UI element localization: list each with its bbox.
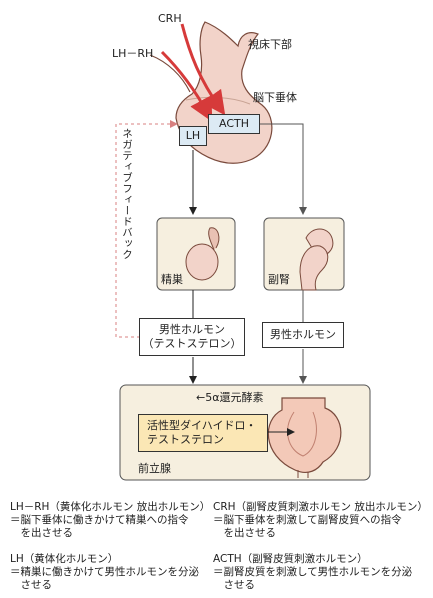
note-lhrh-term: LH－RH（黄体化ホルモン 放出ホルモン） (10, 501, 211, 513)
testis-illustration (185, 227, 220, 281)
note-lh-term: LH（黄体化ホルモン） (10, 553, 119, 565)
negative-feedback-line (115, 120, 178, 338)
hypothalamus-label: 視床下部 (248, 38, 292, 51)
acth-to-adrenal-arrow (258, 123, 307, 215)
stalk-outline (149, 54, 191, 93)
reductase-label: ←5α還元酵素 (196, 391, 264, 404)
acth-box: ACTH (208, 114, 260, 134)
note-acth-desc: ＝副腎皮質を刺激して男性ホルモンを分泌 させる (213, 566, 413, 591)
active-dht-box: 活性型ダイハイドロ・ テストステロン (138, 414, 268, 452)
note-lhrh-desc: ＝脳下垂体に働きかけて精巣への指令 を出させる (10, 514, 189, 539)
negative-feedback-label: ネガティブフィードバック (121, 128, 133, 260)
lh-box: LH (179, 126, 207, 146)
note-acth-term: ACTH（副腎皮質刺激ホルモン） (213, 553, 368, 565)
male-hormone-testosterone-box: 男性ホルモン （テストステロン） (139, 318, 245, 356)
crh-label: CRH (158, 12, 182, 25)
adrenal-illustration (299, 228, 334, 291)
male-hormone-box: 男性ホルモン (262, 322, 344, 348)
pituitary-label: 脳下垂体 (253, 91, 297, 104)
note-lh-desc: ＝精巣に働きかけて男性ホルモンを分泌 させる (10, 566, 199, 591)
prostate-label: 前立腺 (138, 462, 171, 475)
adrenal-label: 副腎 (268, 273, 290, 286)
lhrh-arrow (160, 50, 213, 122)
lhrh-label: LH－RH (112, 47, 154, 60)
testis-label: 精巣 (161, 273, 183, 286)
note-crh-desc: ＝脳下垂体を刺激して副腎皮質への指令 を出させる (213, 514, 402, 539)
note-crh-term: CRH（副腎皮質刺激ホルモン 放出ホルモン） (213, 501, 428, 513)
crh-arrow (180, 23, 226, 116)
